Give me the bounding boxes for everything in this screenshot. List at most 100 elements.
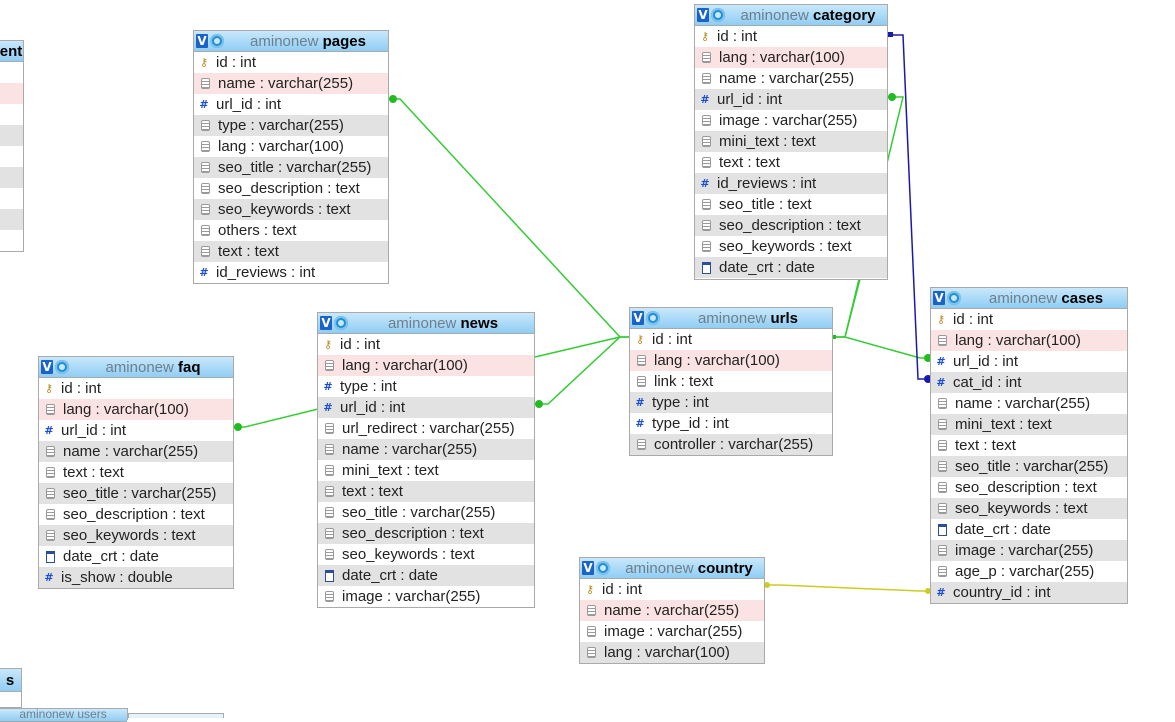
gear-icon[interactable] (334, 316, 348, 330)
gear-icon[interactable] (210, 34, 224, 48)
column-row[interactable]: seo_description : text (318, 523, 534, 544)
column-row[interactable]: seo_description : text (931, 477, 1127, 498)
partial-table-users-header[interactable]: aminonew users (0, 709, 127, 722)
column-row[interactable]: ⚷id : int (318, 334, 534, 355)
column-row[interactable]: ⚷id : int (695, 26, 887, 47)
column-row[interactable]: #url_id : int (318, 397, 534, 418)
column-row[interactable]: #cat_id : int (931, 372, 1127, 393)
column-row[interactable]: link : text (630, 371, 832, 392)
column-row[interactable]: date_crt : date (931, 519, 1127, 540)
toggle-columns-icon[interactable]: V (632, 311, 644, 325)
column-row[interactable]: ⚷id : int (931, 309, 1127, 330)
toggle-columns-icon[interactable]: V (582, 561, 594, 575)
column-row[interactable]: seo_keywords : text (39, 525, 233, 546)
column-row[interactable]: ⚷id : int (39, 378, 233, 399)
partial-table-left[interactable]: ent (0, 40, 24, 252)
column-row[interactable]: seo_title : varchar(255) (931, 456, 1127, 477)
gear-icon[interactable] (55, 360, 69, 374)
column-row[interactable]: image : varchar(255) (580, 621, 764, 642)
column-row[interactable]: seo_keywords : text (194, 199, 388, 220)
column-row[interactable]: lang : varchar(100) (39, 399, 233, 420)
column-row[interactable]: text : text (194, 241, 388, 262)
column-row[interactable]: seo_title : varchar(255) (39, 483, 233, 504)
column-row[interactable]: #url_id : int (39, 420, 233, 441)
column-row[interactable]: text : text (39, 462, 233, 483)
column-row[interactable]: #country_id : int (931, 582, 1127, 603)
partial-table-users[interactable]: aminonew users (0, 708, 128, 722)
column-row[interactable]: image : varchar(255) (695, 110, 887, 131)
partial-table-left-header[interactable]: ent (0, 41, 23, 62)
column-row[interactable]: seo_title : varchar(255) (194, 157, 388, 178)
column-row[interactable]: controller : varchar(255) (630, 434, 832, 455)
column-row[interactable]: ⚷id : int (630, 329, 832, 350)
column-row[interactable]: lang : varchar(100) (318, 355, 534, 376)
column-row[interactable]: #type : int (318, 376, 534, 397)
column-row[interactable]: ⚷id : int (194, 52, 388, 73)
column-row[interactable]: seo_description : text (194, 178, 388, 199)
column-row[interactable]: url_redirect : varchar(255) (318, 418, 534, 439)
column-row[interactable]: name : varchar(255) (695, 68, 887, 89)
column-row[interactable]: type : varchar(255) (194, 115, 388, 136)
column-row[interactable]: name : varchar(255) (580, 600, 764, 621)
column-row[interactable]: name : varchar(255) (318, 439, 534, 460)
column-row[interactable]: seo_description : text (39, 504, 233, 525)
gear-icon[interactable] (947, 291, 961, 305)
column-row[interactable]: others : text (194, 220, 388, 241)
toggle-columns-icon[interactable]: V (196, 34, 208, 48)
column-row[interactable]: text : text (931, 435, 1127, 456)
gear-icon[interactable] (646, 311, 660, 325)
column-row[interactable]: image : varchar(255) (931, 540, 1127, 561)
toggle-columns-icon[interactable]: V (41, 360, 53, 374)
toggle-columns-icon[interactable]: V (697, 8, 709, 22)
column-row[interactable]: #url_id : int (931, 351, 1127, 372)
partial-table-bottom[interactable]: s (0, 668, 22, 708)
column-row[interactable]: text : text (695, 152, 887, 173)
gear-icon[interactable] (711, 8, 725, 22)
partial-table-bottom-header[interactable]: s (0, 669, 21, 692)
column-row[interactable]: image : varchar(255) (318, 586, 534, 607)
column-row[interactable]: mini_text : text (695, 131, 887, 152)
column-row[interactable]: lang : varchar(100) (580, 642, 764, 663)
column-row[interactable]: #id_reviews : int (194, 262, 388, 283)
column-row[interactable]: #url_id : int (194, 94, 388, 115)
column-row[interactable]: date_crt : date (695, 257, 887, 278)
column-row[interactable]: ⚷id : int (580, 579, 764, 600)
column-row[interactable]: text : text (318, 481, 534, 502)
column-row[interactable]: seo_keywords : text (931, 498, 1127, 519)
column-row[interactable]: lang : varchar(100) (194, 136, 388, 157)
column-row[interactable]: seo_keywords : text (695, 236, 887, 257)
column-row[interactable]: age_p : varchar(255) (931, 561, 1127, 582)
toggle-columns-icon[interactable]: V (320, 316, 332, 330)
column-row[interactable]: #id_reviews : int (695, 173, 887, 194)
column-row[interactable]: mini_text : text (931, 414, 1127, 435)
column-row[interactable]: date_crt : date (39, 546, 233, 567)
column-row[interactable]: lang : varchar(100) (695, 47, 887, 68)
column-row[interactable]: mini_text : text (318, 460, 534, 481)
column-row[interactable]: #type_id : int (630, 413, 832, 434)
column-row[interactable]: lang : varchar(100) (931, 330, 1127, 351)
column-row[interactable]: name : varchar(255) (931, 393, 1127, 414)
column-row[interactable]: name : varchar(255) (194, 73, 388, 94)
column-row[interactable]: seo_description : text (695, 215, 887, 236)
toggle-columns-icon[interactable]: V (933, 291, 945, 305)
column-row[interactable]: #type : int (630, 392, 832, 413)
column-row[interactable]: #is_show : double (39, 567, 233, 588)
column-row[interactable]: date_crt : date (318, 565, 534, 586)
gear-icon[interactable] (596, 561, 610, 575)
column-row[interactable]: seo_keywords : text (318, 544, 534, 565)
column-row[interactable]: #url_id : int (695, 89, 887, 110)
